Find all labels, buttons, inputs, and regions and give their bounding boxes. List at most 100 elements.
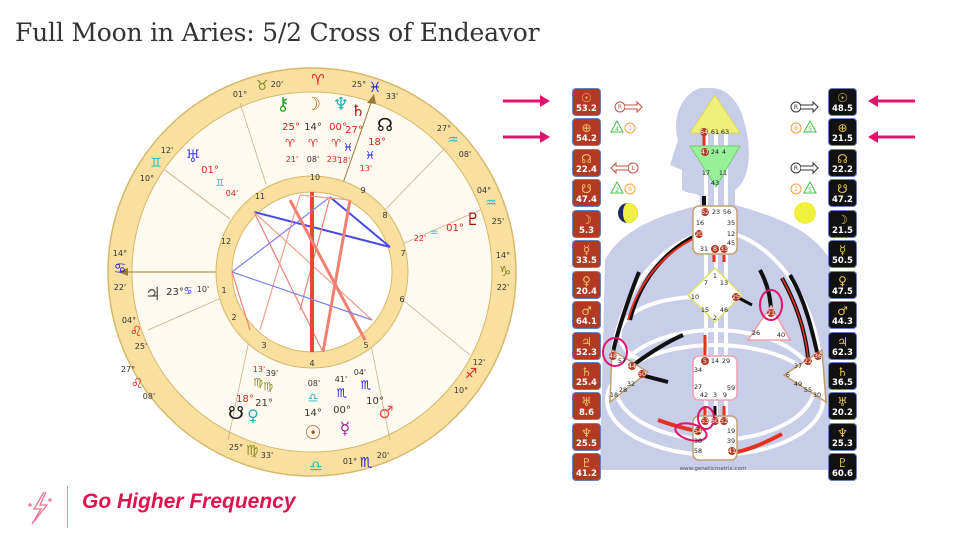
gate-line-value: 47.4 [576,195,597,206]
design-activation[interactable]: ♇41.2 [572,453,601,482]
planet-minute: 04' [354,368,366,377]
design-activation[interactable]: ♃52.3 [572,331,601,360]
throat-center [692,205,738,255]
planet-minute: 10' [197,285,209,294]
gate: 28 [619,386,627,394]
design-activation[interactable]: ♄25.4 [572,361,601,390]
design-activation[interactable]: ☊22.4 [572,148,601,177]
cusp-degree: 10° [454,386,468,395]
house-6: 6 [399,295,404,304]
capricorn-icon: ♑ [499,264,512,280]
cusp-degree: 04° [122,316,136,325]
personality-activation[interactable]: ☋47.2 [828,179,857,208]
root-center [692,415,738,461]
planet-minute: 13' [360,164,372,173]
gate-line-value: 20.2 [832,408,853,419]
personality-activation[interactable]: ☽21.5 [828,209,857,238]
logo-divider [67,486,68,528]
gate-line-value: 33.5 [576,256,597,267]
personality-activation[interactable]: ♄36.5 [828,361,857,390]
cusp-minute: 20' [271,80,283,89]
gate-line-value: 47.2 [832,195,853,206]
gate: 8 [713,245,717,253]
personality-activation[interactable]: ☊22.2 [828,148,857,177]
planet-icon: ☉ [837,91,848,105]
gate-line-value: 62.3 [832,347,853,358]
virgo-icon: ♍ [263,380,273,393]
planet-icon: ♃ [581,334,592,349]
personality-activation[interactable]: ♂44.3 [828,301,857,330]
gate: 43 [711,179,719,187]
design-activation[interactable]: ♅8.6 [572,392,601,421]
planet-icon: ♆ [581,425,592,440]
design-activation[interactable]: ♆25.5 [572,422,601,451]
gate: 3 [713,391,717,399]
cusp-degree: 10° [140,174,154,183]
planet-icon: ☋ [837,182,848,197]
house-5: 5 [363,341,368,350]
personality-activation[interactable]: ♀47.5 [828,270,857,299]
planet-minute: 22' [414,234,426,243]
gate: 57 [618,357,626,365]
personality-activation[interactable]: ☉48.5 [828,88,857,116]
planet-icon: ☿ [582,243,591,258]
sacral-center [692,355,738,401]
gate: 60 [711,417,719,425]
taurus-icon: ♉ [256,78,269,94]
design-activation[interactable]: ⊕54.2 [572,118,601,147]
gate: 48 [609,352,617,360]
personality-activation[interactable]: ☿50.5 [828,240,857,269]
cusp-minute: 12' [161,146,173,155]
lightning-logo-icon [28,491,52,525]
house-1: 1 [221,286,226,295]
gate: 2 [713,314,717,322]
design-activation[interactable]: ☽5.3 [572,209,601,238]
design-activation[interactable]: ☋47.4 [572,179,601,208]
personality-activation[interactable]: ⊕21.5 [828,118,857,147]
planets: ⚷ 25° ♈ 21' ☽ 14° ♈ 08' ♆ 00° ♈ 23' ♄ 27… [145,94,481,444]
gate: 41 [728,447,736,455]
design-activation[interactable]: ☉53.2 [572,88,601,116]
full-moon-icon [794,202,816,224]
gate-line-value: 64.1 [576,317,597,328]
gate: 26 [752,329,760,337]
design-activation[interactable]: ♂64.1 [572,301,601,330]
gate: 31 [700,245,708,253]
house-4: 4 [309,359,314,368]
house-10: 10 [310,173,320,182]
planet-minute: 21' [286,155,298,164]
planet-icon: ♂ [837,304,848,319]
leo-icon: ♌ [130,324,143,340]
gate: 10 [691,293,699,301]
gate: 50 [638,370,646,378]
saturn-icon: ♄ [351,101,365,120]
gate: 32 [627,380,635,388]
moon-phase-icon [618,203,638,223]
heart-center [746,304,792,341]
pisces-icon: ♓ [343,141,353,154]
gate-numbers: 64 61 63 47 24 4 17 11 43 62 23 56 16 35… [609,128,822,455]
personality-activation[interactable]: ♆25.3 [828,422,857,451]
planet-minute: 39' [266,369,278,378]
gate: 5 [703,357,707,365]
scorpio-icon: ♏ [337,386,348,400]
virgo-icon: ♍ [246,443,259,459]
gate: 11 [719,169,727,177]
gate-line-value: 22.4 [576,164,597,175]
head-center [689,94,741,134]
cusp-minute: 20' [377,451,389,460]
design-activation[interactable]: ♀20.4 [572,270,601,299]
design-activation[interactable]: ☿33.5 [572,240,601,269]
planet-icon: ♇ [581,456,592,471]
scorpio-icon: ♏ [360,455,373,471]
planet-icon: ☽ [837,212,848,227]
personality-activation[interactable]: ♇60.6 [828,453,857,482]
personality-activation[interactable]: ♅20.2 [828,392,857,421]
gate-line-value: 25.4 [576,377,597,388]
ajna-center [689,145,741,188]
personality-activation[interactable]: ♃62.3 [828,331,857,360]
pointer-arrows [503,95,915,143]
gate: 37 [794,362,802,370]
gate-line-value: 60.6 [832,469,853,480]
